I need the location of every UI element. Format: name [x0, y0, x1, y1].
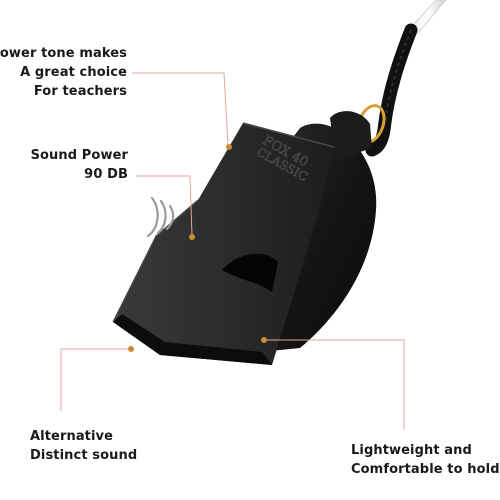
- callout-dot-lower-tone: [226, 144, 232, 150]
- callout-lower-tone-line-3: For teachers: [33, 84, 127, 99]
- callout-lower-tone-line-2: A great choice: [20, 65, 127, 80]
- callout-lower-tone: Lower tone makes A great choice For teac…: [0, 44, 127, 101]
- callout-alternative-line-1: Alternative: [30, 429, 114, 444]
- callout-alternative-line-2: Distinct sound: [30, 448, 138, 463]
- callout-lightweight-line-1: Lightweight and: [351, 443, 472, 458]
- callout-line-sound-power: [136, 175, 193, 237]
- callout-lower-tone-line-1: Lower tone makes: [0, 46, 127, 61]
- callout-dot-sound-power: [189, 234, 195, 240]
- callout-line-lower-tone: [132, 72, 229, 147]
- callout-dot-alternative: [128, 346, 134, 352]
- callout-alternative: Alternative Distinct sound: [30, 427, 137, 465]
- whistle-body: FOX 40 CLASSIC: [112, 111, 377, 365]
- callout-lines: [60, 72, 405, 430]
- callout-dot-lightweight: [261, 337, 267, 343]
- callout-lightweight-line-2: Comfortable to hold: [351, 462, 500, 477]
- sound-wave-icon: [146, 196, 175, 238]
- callout-line-lightweight: [264, 339, 405, 430]
- callout-line-alternative: [60, 348, 131, 411]
- lanyard-upper-tube: [409, 0, 447, 35]
- callout-sound-power-line-2: 90 DB: [84, 167, 128, 182]
- callout-sound-power-line-1: Sound Power: [30, 148, 128, 163]
- callout-sound-power: Sound Power 90 DB: [31, 146, 128, 184]
- callout-lightweight: Lightweight and Comfortable to hold: [351, 441, 500, 479]
- callout-dots: [128, 144, 267, 352]
